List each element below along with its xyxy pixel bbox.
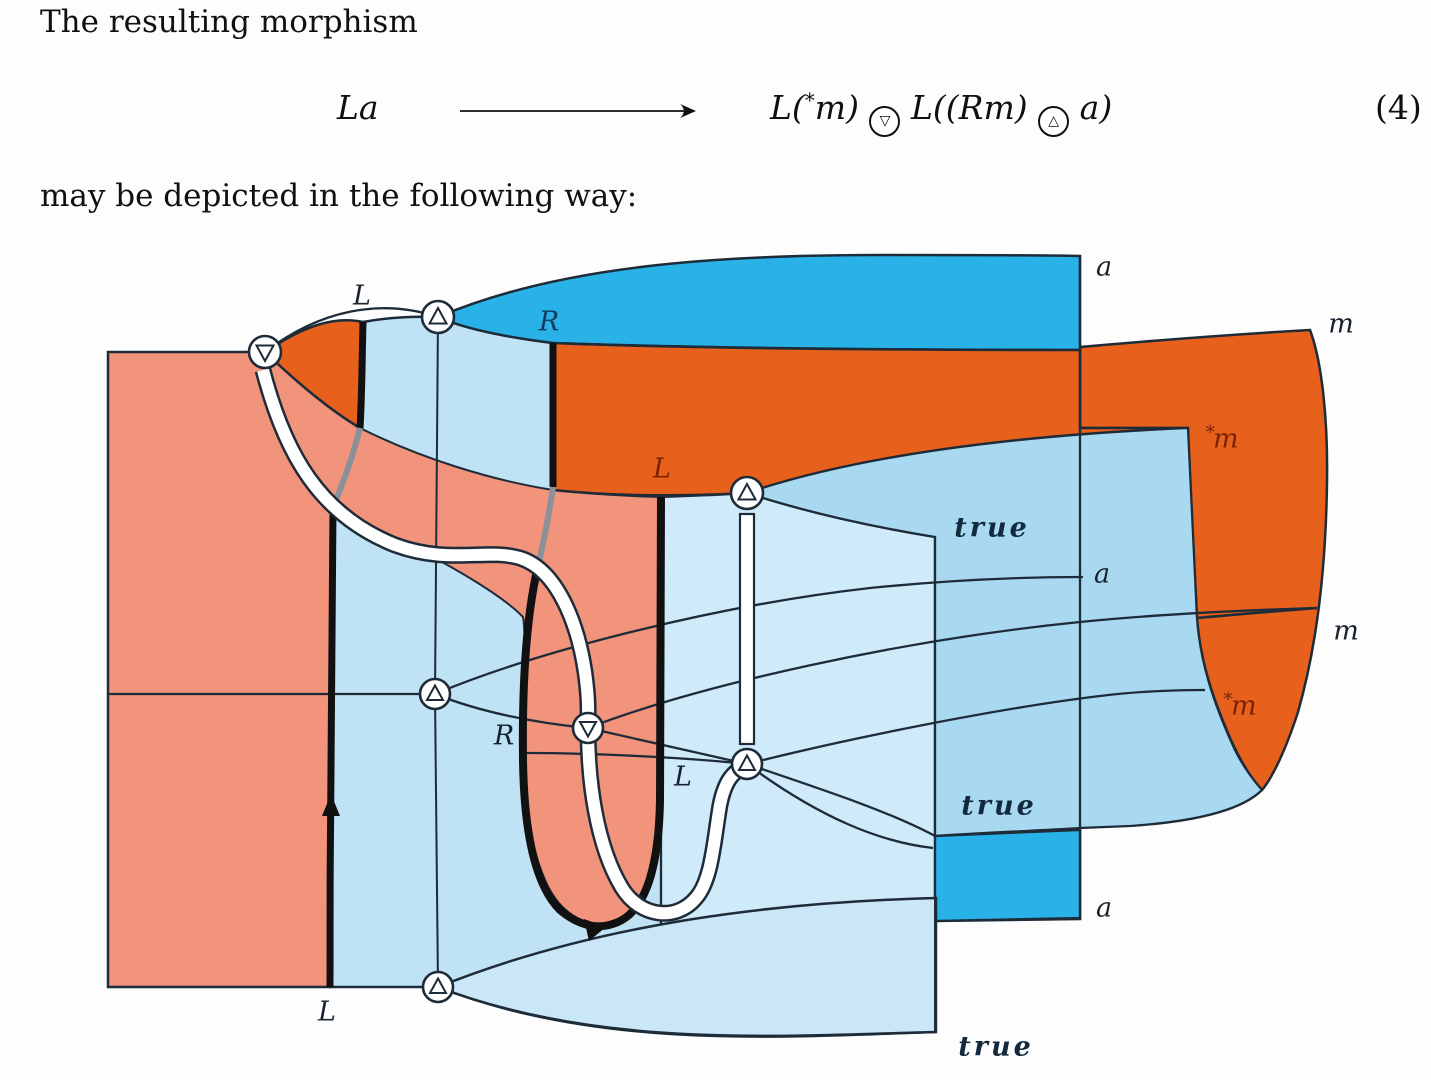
rhs-term: a) [1079,88,1113,127]
circled-triangle-down-icon: ▽ [869,105,901,137]
sheet-salmon-left [106,350,362,989]
label-L-orange: L [653,453,671,485]
label-a-bottom: a [1095,892,1113,924]
circled-triangle-up-icon: △ [1038,105,1070,137]
label-star-m-upper: *m [1205,421,1239,455]
label-star-m-lower: *m [1223,688,1257,722]
label-L-top: L [353,280,371,312]
label-true-mid: true [961,790,1037,822]
circled-triangle-up-icon [420,299,456,335]
circled-triangle-up-icon [730,747,764,781]
rhs-term: m) [814,88,859,127]
label-L-mid: L [674,761,692,793]
sheet-a-cyan-top [434,253,1082,352]
arrow-forward-icon [584,919,606,941]
circled-triangle-up-icon [418,677,452,711]
equation-rhs: L(*m) ▽ L((Rm) △ a) [770,88,1112,137]
equation-lhs: La [337,88,379,127]
rhs-term: L( [770,88,805,127]
circled-triangle-up-icon [729,475,765,511]
paragraph-intro: The resulting morphism [40,4,418,40]
sheet-a-cyan-bottom [933,828,1082,923]
label-true-upper: true [954,512,1030,544]
nodes [247,299,765,1004]
label-a-top: a [1095,251,1113,283]
label-R-top: R [538,306,560,338]
circled-triangle-down-icon [571,711,605,745]
label-true-bottom: true [958,1031,1034,1063]
equation-number: (4) [1375,88,1422,127]
star-superscript: * [804,88,815,112]
label-m-top: m [1328,308,1354,340]
arrow-up-icon [322,794,340,816]
white-bar-string [738,512,756,746]
arrow-right-icon [460,104,696,118]
paragraph-outro: may be depicted in the following way: [40,178,638,214]
circled-triangle-up-icon [421,970,455,1004]
rhs-term: L((Rm) [910,88,1028,127]
label-a-mid: a [1093,558,1111,590]
label-R-mid: R [493,720,515,752]
label-m-mid: m [1333,615,1359,647]
label-L-bottom: L [318,996,336,1028]
circled-triangle-down-icon [247,334,283,370]
